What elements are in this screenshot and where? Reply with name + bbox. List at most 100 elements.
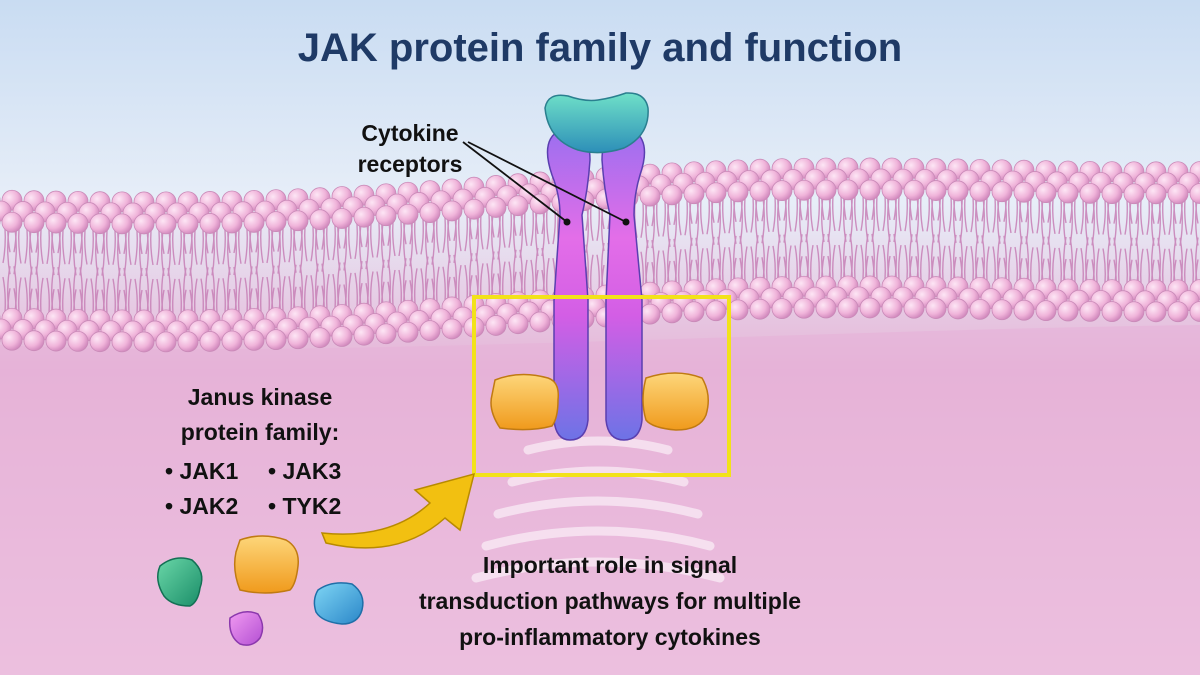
lipid-head [661, 302, 683, 324]
lipid-head [199, 331, 221, 352]
description-line: transduction pathways for multiple [418, 588, 802, 614]
label-line: Cytokine [361, 120, 459, 146]
lipid-head [683, 183, 705, 205]
lipid-head [1079, 182, 1101, 204]
lipid-head [1167, 183, 1189, 205]
free-kinase-blue [313, 582, 364, 625]
lipid-head [243, 329, 265, 351]
lipid-head [1035, 182, 1057, 204]
lipid-head [23, 212, 45, 234]
description-line: Important role in signal [482, 552, 738, 578]
lipid-head [177, 331, 199, 353]
lipid-head [67, 331, 89, 352]
lipid-head [133, 213, 155, 235]
lipid-head [111, 213, 133, 235]
lipid-head [89, 213, 111, 235]
jak-kinase-left [490, 373, 560, 431]
lipid-head [265, 329, 287, 351]
lipid-head [419, 202, 441, 224]
lipid-head [375, 205, 397, 227]
lipid-head [243, 211, 265, 233]
lipid-head [1101, 301, 1123, 322]
lipid-head [309, 209, 331, 231]
lipid-head [507, 313, 529, 335]
lipid-head [859, 297, 881, 319]
lipid-head [485, 197, 507, 218]
lipid-head [903, 297, 925, 319]
lipid-head [639, 185, 661, 207]
lipid-head [287, 328, 309, 350]
lipid-head [903, 179, 925, 201]
lipid-head [441, 200, 463, 222]
lipid-head [793, 179, 815, 201]
member-label: JAK1 [179, 458, 239, 484]
family-member-tyk2: • TYK2 [268, 493, 342, 519]
lipid-head [661, 184, 683, 206]
lipid-head [1189, 183, 1200, 204]
lipid-head [419, 320, 441, 342]
lipid-head [1035, 300, 1057, 322]
lipid-head [1167, 301, 1189, 323]
lipid-heads [0, 157, 1200, 353]
lipid-head [815, 179, 837, 201]
lipid-head [331, 326, 353, 347]
pointer-arrow [320, 472, 476, 549]
free-kinase-purple [228, 611, 264, 646]
highlight-box [472, 295, 731, 477]
lipid-head [793, 297, 815, 319]
lipid-head [529, 193, 551, 215]
lipid-head [947, 180, 969, 202]
cytokine-receptors-label: Cytokine receptors [330, 118, 490, 180]
free-kinase-orange [233, 535, 299, 594]
family-member-jak3: • JAK3 [268, 458, 342, 484]
cytokine-ligand [544, 92, 649, 154]
lipid-head [705, 182, 727, 204]
lipid-head [705, 300, 727, 322]
cytokine-receptor-right [601, 128, 646, 441]
lipid-bilayer [0, 157, 1200, 353]
lipid-head [859, 179, 881, 201]
lipid-head [89, 331, 111, 353]
lipid-head [947, 298, 969, 320]
lipid-head [221, 330, 243, 352]
lipid-head [1079, 300, 1101, 322]
lipid-head [265, 211, 287, 233]
janus-kinase-heading: Janus kinase protein family: [140, 380, 380, 450]
lipid-head [1, 211, 23, 233]
lipid-head [749, 180, 771, 202]
function-description: Important role in signal transduction pa… [360, 547, 860, 655]
lipid-head [1057, 182, 1079, 204]
lipid-head [463, 198, 485, 220]
lipid-head [485, 315, 507, 336]
heading-line: Janus kinase [187, 384, 333, 410]
lipid-head [837, 179, 859, 201]
lipid-head [1189, 301, 1200, 322]
lipid-head [397, 321, 419, 343]
lipid-head [155, 213, 177, 235]
lipid-head [991, 299, 1013, 321]
lipid-head [1123, 183, 1145, 205]
lipid-head [111, 331, 133, 353]
lipid-head [1145, 183, 1167, 205]
lipid-head [45, 212, 67, 234]
label-line: receptors [357, 151, 463, 177]
lipid-head [991, 181, 1013, 203]
lipid-head [771, 180, 793, 202]
lipid-head [1013, 181, 1035, 203]
lipid-head [67, 213, 89, 234]
lipid-head [441, 318, 463, 340]
lipid-head [221, 212, 243, 234]
lipid-head [969, 180, 991, 202]
lipid-head [353, 324, 375, 346]
lipid-head [529, 311, 551, 333]
lipid-head [199, 213, 221, 234]
member-label: JAK2 [179, 493, 239, 519]
lipid-head [925, 180, 947, 201]
lipid-head [1, 329, 23, 351]
lipid-head [683, 301, 705, 323]
lipid-head [1101, 183, 1123, 204]
member-label: TYK2 [282, 493, 342, 519]
lipid-head [1123, 301, 1145, 323]
lipid-head [969, 298, 991, 320]
